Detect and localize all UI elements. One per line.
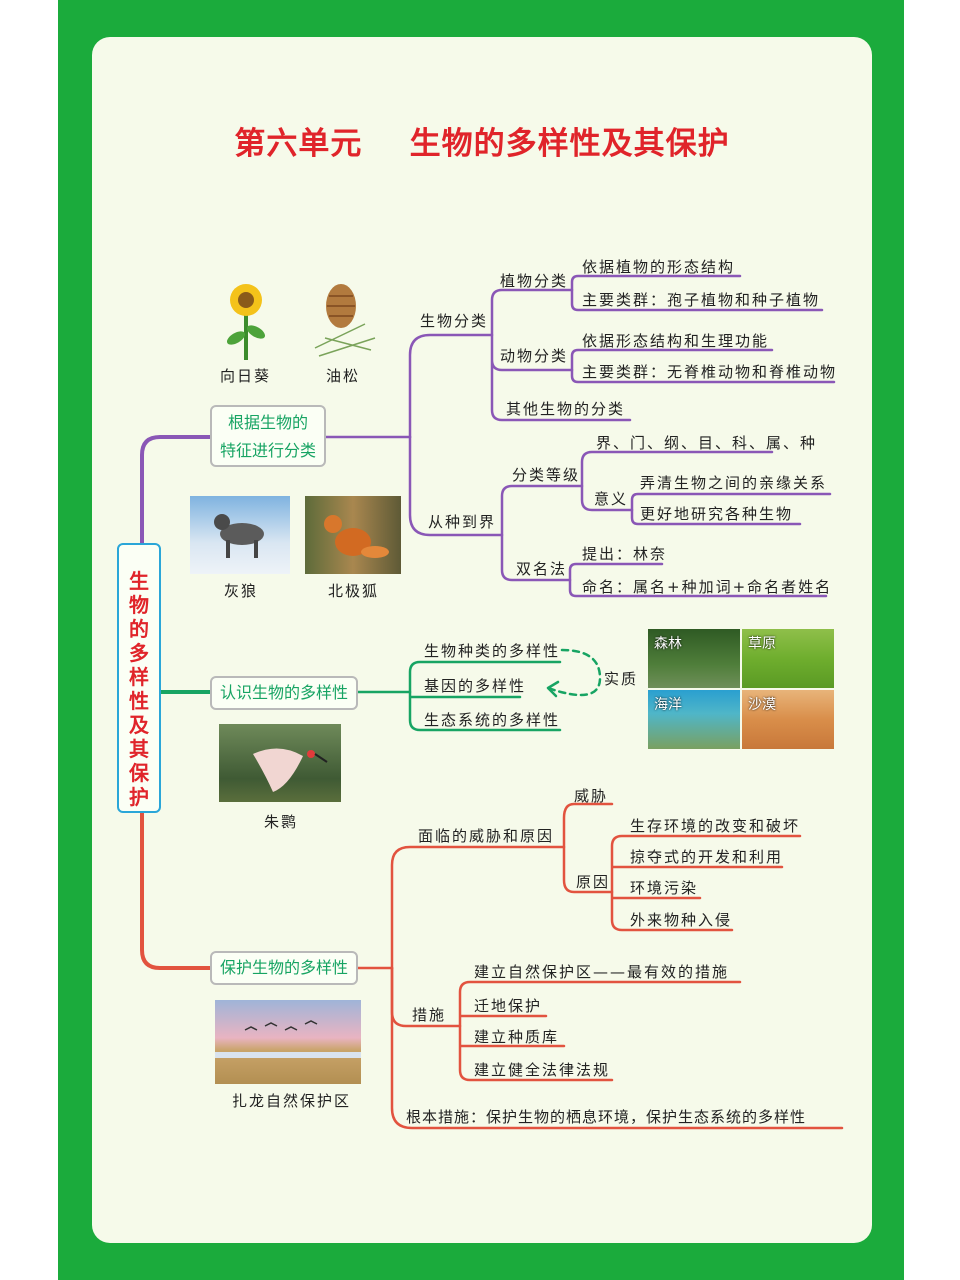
text-dengji: 界、门、纲、目、科、属、种 [596, 434, 818, 452]
branch1-node: 根据生物的 特征进行分类 [210, 405, 326, 467]
sunflower-illustration [226, 284, 266, 360]
tile-desert-label: 沙漠 [748, 697, 776, 713]
text-dongwu-2: 主要类群：无脊椎动物和脊椎动物 [582, 363, 838, 381]
zhalong-photo [215, 1000, 361, 1084]
text-yuanyin-2: 掠夺式的开发和利用 [630, 848, 784, 866]
root-branch1-line [140, 435, 212, 545]
branch2-node: 认识生物的多样性 [210, 676, 358, 710]
root-node: 生物的多样性及其保护 [117, 543, 161, 813]
text-dongwu-1: 依据形态结构和生理功能 [582, 332, 770, 350]
text-cuoshi-2: 迁地保护 [474, 997, 543, 1015]
text-qita: 其他生物的分类 [506, 400, 626, 418]
shuangming-fork [568, 562, 828, 598]
text-cuoshi-4: 建立健全法律法规 [474, 1061, 611, 1079]
wolf-photo [190, 496, 290, 574]
branch1-label-line2: 特征进行分类 [219, 441, 316, 460]
text-zhiwu-2: 主要类群：孢子植物和种子植物 [582, 291, 821, 309]
text-yuanyin-3: 环境污染 [630, 879, 699, 897]
ibis-photo [219, 724, 341, 802]
tile-ocean: 海洋 [648, 690, 740, 749]
pinecone-icon [314, 284, 376, 357]
text-yiyi-1: 弄清生物之间的亲缘关系 [640, 474, 828, 492]
text-shuangming: 双名法 [516, 560, 568, 578]
shizhi-arc [546, 648, 602, 697]
cuoshi-fork [458, 980, 742, 1082]
fenlei-fork [490, 288, 632, 422]
b1-to-fenlei [408, 333, 494, 439]
fox-icon [324, 515, 389, 558]
yuanyin-fork [610, 834, 802, 932]
page-title: 第六单元 生物的多样性及其保护 [234, 126, 730, 162]
ibis-icon [253, 748, 328, 792]
shizhi-arrowhead [546, 680, 560, 698]
text-genben: 根本措施：保护生物的栖息环境，保护生态系统的多样性 [406, 1108, 807, 1126]
tile-ocean-label: 海洋 [654, 697, 682, 713]
dengji-fork [580, 450, 774, 512]
b3-to-weixie [390, 845, 566, 970]
text-fenlei-dengji: 分类等级 [512, 466, 581, 484]
text-weixie-yuanyin: 面临的威胁和原因 [418, 827, 555, 845]
text-zhiwu-1: 依据植物的形态结构 [582, 258, 736, 276]
caption-pine: 油松 [326, 367, 361, 385]
b1-to-congzhong [408, 435, 504, 537]
congzhong-fork [500, 484, 584, 582]
tile-grassland-label: 草原 [748, 636, 776, 652]
branch1-label-line1: 根据生物的 [227, 413, 308, 432]
cranes-icon [215, 1020, 361, 1058]
text-yuanyin-4: 外来物种入侵 [630, 911, 733, 929]
text-shizhi: 实质 [604, 670, 639, 688]
b2-fork [408, 660, 562, 732]
tile-desert: 沙漠 [742, 690, 834, 749]
text-zhiwu-fenlei: 植物分类 [500, 272, 569, 290]
tile-forest-label: 森林 [654, 636, 682, 652]
caption-ibis: 朱鹮 [264, 813, 299, 831]
weixie-fork [562, 802, 614, 894]
sunflower-icon [226, 284, 266, 360]
text-weixie: 威胁 [574, 787, 609, 805]
text-yuanyin-1: 生存环境的改变和破坏 [630, 817, 801, 835]
yiyi-fork [630, 492, 832, 526]
caption-sunflower: 向日葵 [220, 367, 272, 385]
tile-grassland: 草原 [742, 629, 834, 688]
text-mingming: 命名：属名+种加词+命名者姓名 [582, 578, 833, 596]
text-yiyi: 意义 [594, 490, 629, 508]
dongwu-fork [570, 348, 836, 384]
text-dongwu-fenlei: 动物分类 [500, 347, 569, 365]
caption-wolf: 灰狼 [224, 582, 259, 600]
text-shengwu-fenlei: 生物分类 [420, 312, 489, 330]
caption-zhalong: 扎龙自然保护区 [232, 1092, 352, 1110]
text-zhonglei: 生物种类的多样性 [424, 642, 561, 660]
caption-fox: 北极狐 [328, 582, 380, 600]
text-cuoshi-3: 建立种质库 [474, 1028, 560, 1046]
branch3-node: 保护生物的多样性 [210, 951, 358, 985]
text-jiyin: 基因的多样性 [424, 677, 527, 695]
text-congzhong: 从种到界 [428, 513, 497, 531]
wolf-icon [214, 514, 264, 558]
pine-illustration [314, 284, 376, 357]
text-tichu: 提出：林奈 [582, 545, 668, 563]
text-yiyi-2: 更好地研究各种生物 [640, 505, 794, 523]
fox-photo [305, 496, 401, 574]
text-yuanyin: 原因 [576, 873, 611, 891]
text-cuoshi-1: 建立自然保护区——最有效的措施 [474, 963, 730, 981]
zhiwu-fork [570, 274, 824, 312]
root-branch3-line [140, 811, 212, 970]
text-shengtai: 生态系统的多样性 [424, 711, 561, 729]
tile-forest: 森林 [648, 629, 740, 688]
b3-to-genben [390, 966, 844, 1130]
text-cuoshi: 措施 [412, 1006, 447, 1024]
